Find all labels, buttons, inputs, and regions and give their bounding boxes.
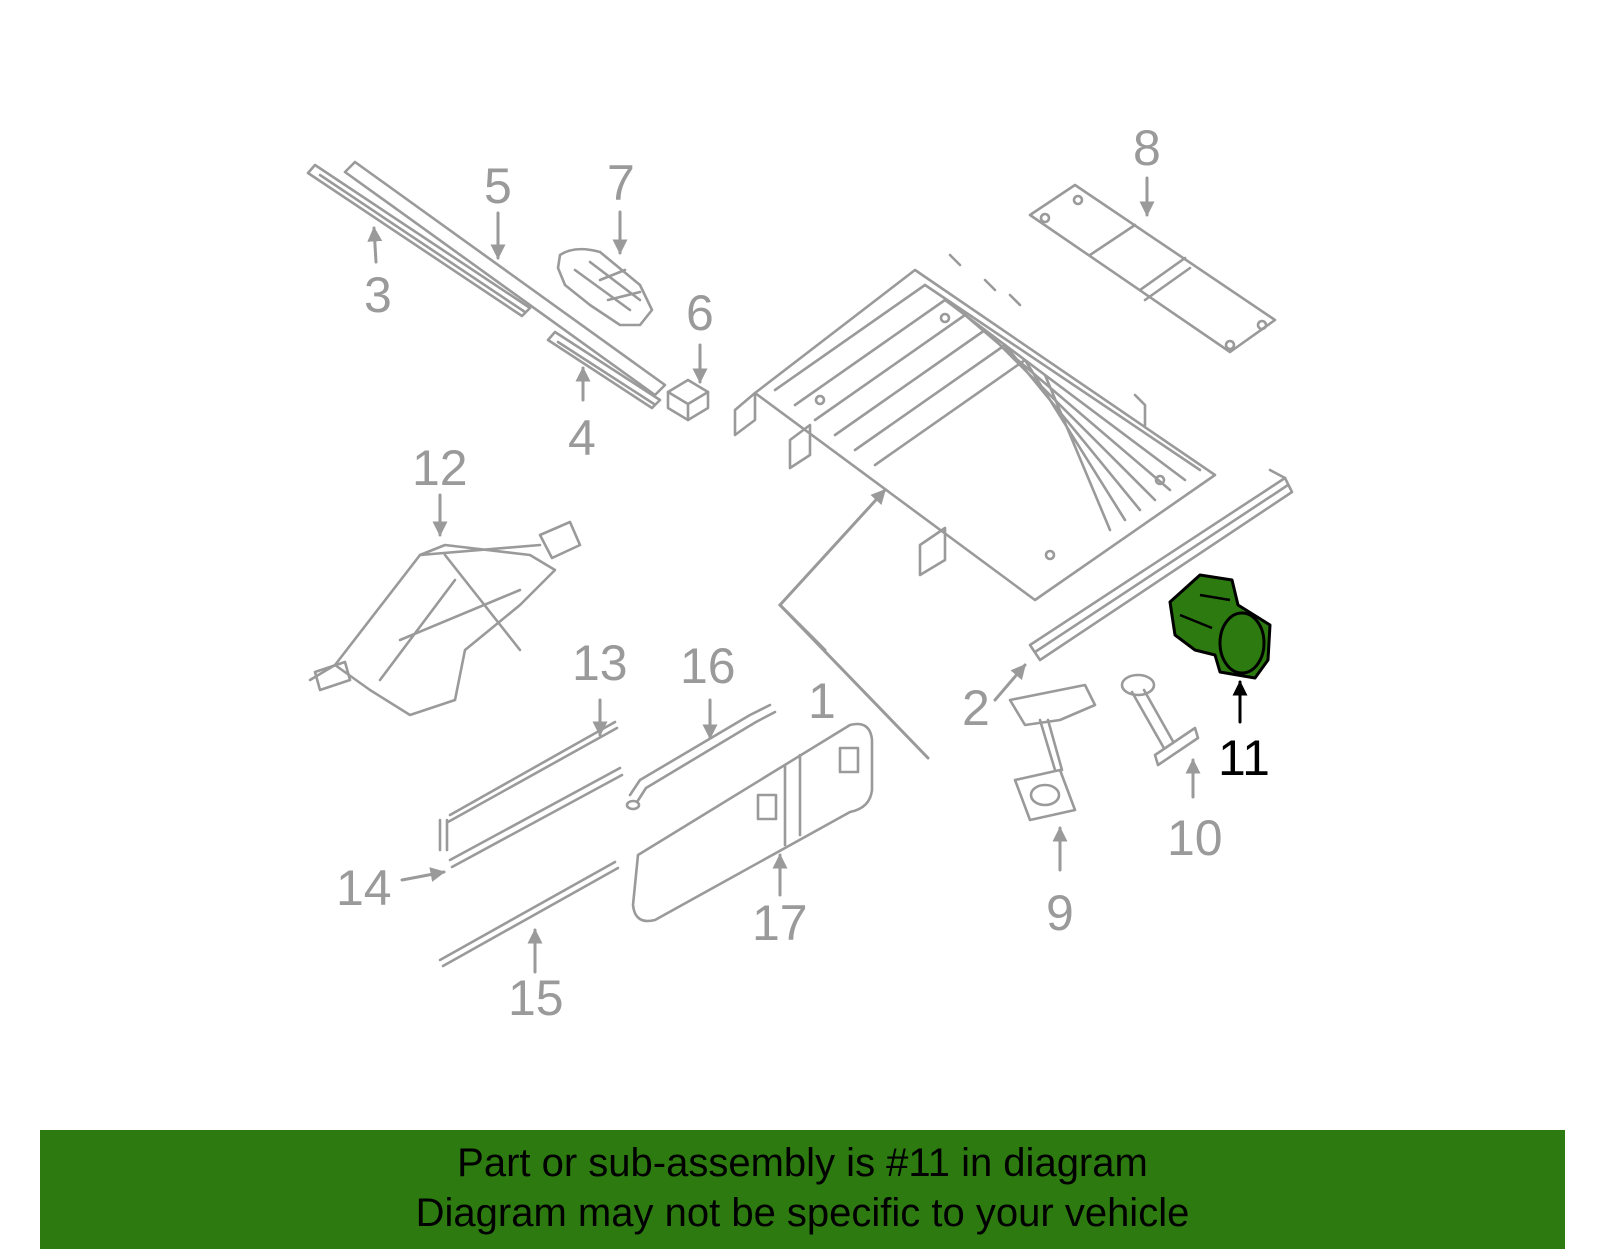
part-11-highlighted-bracket [1168,573,1272,680]
part-5-rail [343,160,667,397]
callout-16: 16 [680,638,736,694]
callout-6: 6 [686,285,714,341]
part-6-block [666,378,710,422]
part-2-crossmember [1028,468,1294,662]
leader-1 [777,488,930,760]
callout-13: 13 [572,635,628,691]
part-12-jack [308,520,582,717]
banner-line-2: Diagram may not be specific to your vehi… [415,1191,1190,1235]
part-13-rod [446,720,619,824]
part-7-bracket [556,247,654,327]
callout-14: 14 [336,860,392,916]
callout-4: 4 [568,410,596,466]
leader-2 [993,663,1027,702]
part-4-rail [546,330,662,410]
callout-10: 10 [1167,810,1223,866]
part-16-wrench [625,703,777,811]
callout-9: 9 [1046,885,1074,941]
leader-1b [778,603,827,652]
part-8-cover-plate [1028,183,1277,354]
part-10-hook [1120,673,1200,767]
part-14-rod [438,766,624,869]
callout-2: 2 [962,680,990,736]
callout-8: 8 [1133,120,1161,176]
banner-line-1: Part or sub-assembly is #11 in diagram [457,1141,1148,1185]
leader-3 [367,226,383,264]
callout-11: 11 [1218,730,1270,786]
callout-5: 5 [484,158,512,214]
info-banner: Part or sub-assembly is #11 in diagram D… [40,1130,1565,1249]
callout-1: 1 [808,673,836,729]
part-15-rod [438,860,620,968]
callout-3: 3 [364,267,392,323]
part-9-hoist [1008,683,1097,822]
callout-12: 12 [412,440,468,496]
callout-17: 17 [752,895,808,951]
callout-15: 15 [508,970,564,1026]
part-17-bag [631,722,874,923]
callout-7: 7 [607,155,635,211]
part-3-rail [306,163,532,318]
part-1-floor-panel [733,253,1217,602]
leader-14 [400,867,446,882]
